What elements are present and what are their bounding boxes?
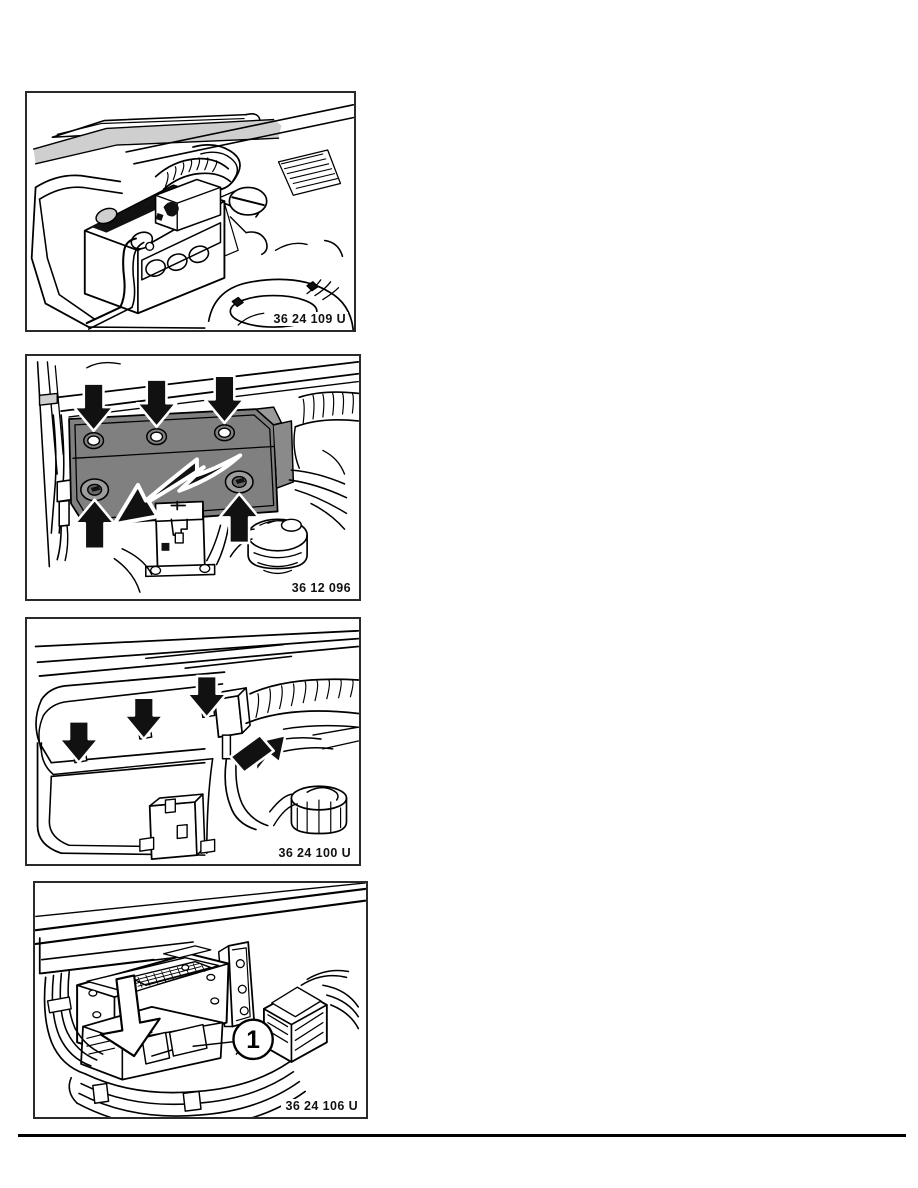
footer-rule [18, 1134, 906, 1137]
figure-control-module-bracket: 36 12 096 [25, 354, 361, 601]
figure-3-caption: 36 24 100 U [274, 846, 353, 860]
arrow-down-2 [135, 378, 178, 429]
arrow-down-3 [185, 674, 228, 719]
arrow-down-1 [72, 382, 115, 433]
figure-2-artwork [27, 356, 359, 599]
figure-1-artwork [27, 93, 354, 330]
arrow-removal-direction [112, 453, 243, 527]
callout-1-label: 1 [246, 1027, 260, 1054]
figure-battery-in-trunk: 36 24 109 U [25, 91, 356, 332]
arrow-down-1 [57, 720, 100, 764]
arrow-down-release [99, 974, 161, 1058]
figure-4-caption: 36 24 106 U [281, 1099, 360, 1113]
arrow-down-2 [122, 696, 165, 741]
arrow-down-3 [203, 374, 246, 425]
arrow-up-1 [73, 498, 116, 551]
arrow-up-2 [218, 492, 261, 545]
figure-3-artwork [27, 619, 359, 864]
figure-1-caption: 36 24 109 U [269, 312, 348, 326]
figure-wiring-harness-clips: 36 24 100 U [25, 617, 361, 866]
arrow-left-connector-shaft [229, 733, 275, 774]
figure-control-unit-connector: 1 36 24 106 U [33, 881, 368, 1119]
figure-4-artwork: 1 [35, 883, 366, 1117]
figure-2-caption: 36 12 096 [287, 581, 353, 595]
callout-1: 1 [232, 1018, 274, 1061]
